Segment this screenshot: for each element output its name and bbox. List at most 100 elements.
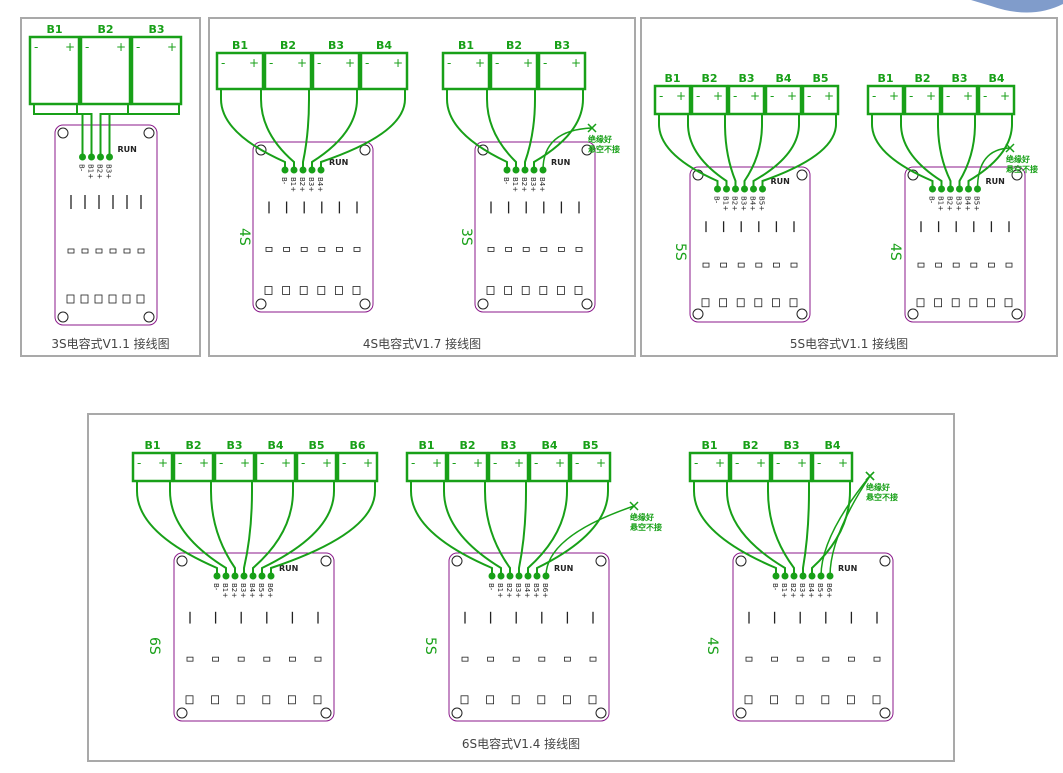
battery-label: B2 <box>506 39 522 52</box>
battery-label: B2 <box>915 72 931 85</box>
component-mark <box>795 695 804 705</box>
component-mark <box>263 656 271 662</box>
battery-cell <box>215 51 265 91</box>
component-mark <box>80 294 89 304</box>
component-mark <box>771 656 778 662</box>
battery-cell <box>770 451 813 483</box>
diagram-3s-v1.1: B1-+B2-+B3-+B-B1+B2+B3+RUN <box>28 23 183 326</box>
mount-hole <box>1011 308 1023 320</box>
pad-label: B4+ <box>749 196 757 211</box>
run-label: RUN <box>118 145 137 154</box>
component-mark <box>736 298 745 308</box>
panel-3s: 3S电容式V1.1 接线图 <box>20 17 201 357</box>
terminal-minus: - <box>342 456 346 470</box>
diagram-5s-v1.1-4cells: B1-+B2-+B3-+B4-+B-B1+B2+B3+B4+B5+RUN绝缘好悬… <box>866 72 1038 323</box>
battery-label: B4 <box>376 39 392 52</box>
cell-count-label: 3S <box>458 228 474 246</box>
battery-cell <box>801 84 840 116</box>
component-mark <box>563 695 571 705</box>
component-mark <box>538 656 546 662</box>
cell-count-label: 4S <box>704 637 720 655</box>
pad-label: B- <box>78 164 86 172</box>
component-mark <box>796 656 804 662</box>
component-mark <box>822 656 830 662</box>
note-line-1: 绝缘好 <box>866 482 890 492</box>
component-mark <box>789 298 798 308</box>
component-mark <box>504 286 513 295</box>
component-mark <box>952 262 960 268</box>
pad-label: B3+ <box>307 177 315 192</box>
component-mark <box>564 656 571 662</box>
run-label: RUN <box>838 564 857 573</box>
pad-label: B5+ <box>257 583 265 598</box>
panel-caption: 3S电容式V1.1 接线图 <box>51 337 170 351</box>
pad-label: B4+ <box>964 196 972 211</box>
pad-label: B4+ <box>523 583 531 598</box>
component-mark <box>123 248 131 254</box>
battery-cell <box>441 51 491 91</box>
battery-label: B2 <box>98 23 114 36</box>
terminal-minus: - <box>817 456 821 470</box>
pad-label: B3+ <box>955 196 963 211</box>
battery-label: B4 <box>825 439 841 452</box>
battery-cell <box>131 451 174 483</box>
pcb-outline <box>54 124 158 326</box>
mount-hole <box>581 144 593 156</box>
battery-label: B1 <box>232 39 248 52</box>
terminal-plus: + <box>963 89 973 103</box>
cross-mark <box>865 471 875 481</box>
terminal-plus: + <box>393 56 403 70</box>
pad-label: B3+ <box>529 177 537 192</box>
battery-label: B5 <box>583 439 599 452</box>
pad-label: B6+ <box>266 583 274 598</box>
wire <box>527 481 568 576</box>
battery-cell <box>359 51 409 91</box>
component-mark <box>282 286 291 295</box>
terminal-minus: - <box>493 456 497 470</box>
wire <box>658 114 719 189</box>
terminal-plus: + <box>1000 89 1010 103</box>
terminal-minus: - <box>946 89 950 103</box>
unconnected-wire <box>829 475 871 577</box>
battery-label: B1 <box>458 39 474 52</box>
component-mark <box>588 695 597 705</box>
terminal-minus: - <box>365 56 369 70</box>
terminal-minus: - <box>260 456 264 470</box>
battery-label: B1 <box>419 439 435 452</box>
run-label: RUN <box>771 177 790 186</box>
battery-cell <box>727 84 766 116</box>
terminal-minus: - <box>34 40 38 54</box>
mount-hole <box>57 311 69 323</box>
terminal-minus: - <box>776 456 780 470</box>
pad-label: B4+ <box>316 177 324 192</box>
unconnected-wire <box>545 505 635 577</box>
pad-label: B2+ <box>731 196 739 211</box>
mount-hole <box>359 298 371 310</box>
component-mark <box>969 298 978 308</box>
battery-label: B1 <box>145 439 161 452</box>
pad-label: B2+ <box>96 164 104 179</box>
pad-label: B3+ <box>740 196 748 211</box>
component-mark <box>352 286 361 295</box>
component-mark <box>264 286 273 295</box>
pad-label: B1+ <box>87 164 95 179</box>
component-mark <box>486 695 495 705</box>
pad-label: B1+ <box>289 177 297 192</box>
pad-label: B- <box>280 177 288 185</box>
wire <box>524 89 536 170</box>
pad-label: B6+ <box>541 583 549 598</box>
mount-hole <box>477 298 489 310</box>
battery-cell <box>487 451 530 483</box>
battery-label: B4 <box>268 439 284 452</box>
mount-hole <box>359 144 371 156</box>
component-mark <box>300 246 308 252</box>
battery-label: B3 <box>554 39 570 52</box>
run-label: RUN <box>551 158 570 167</box>
panel-5s: 5S电容式V1.1 接线图 <box>640 17 1058 357</box>
terminal-minus: - <box>178 456 182 470</box>
cell-count-label: 4S <box>887 243 903 261</box>
component-mark <box>702 262 710 268</box>
component-mark <box>719 298 727 308</box>
terminal-plus: + <box>116 40 126 54</box>
